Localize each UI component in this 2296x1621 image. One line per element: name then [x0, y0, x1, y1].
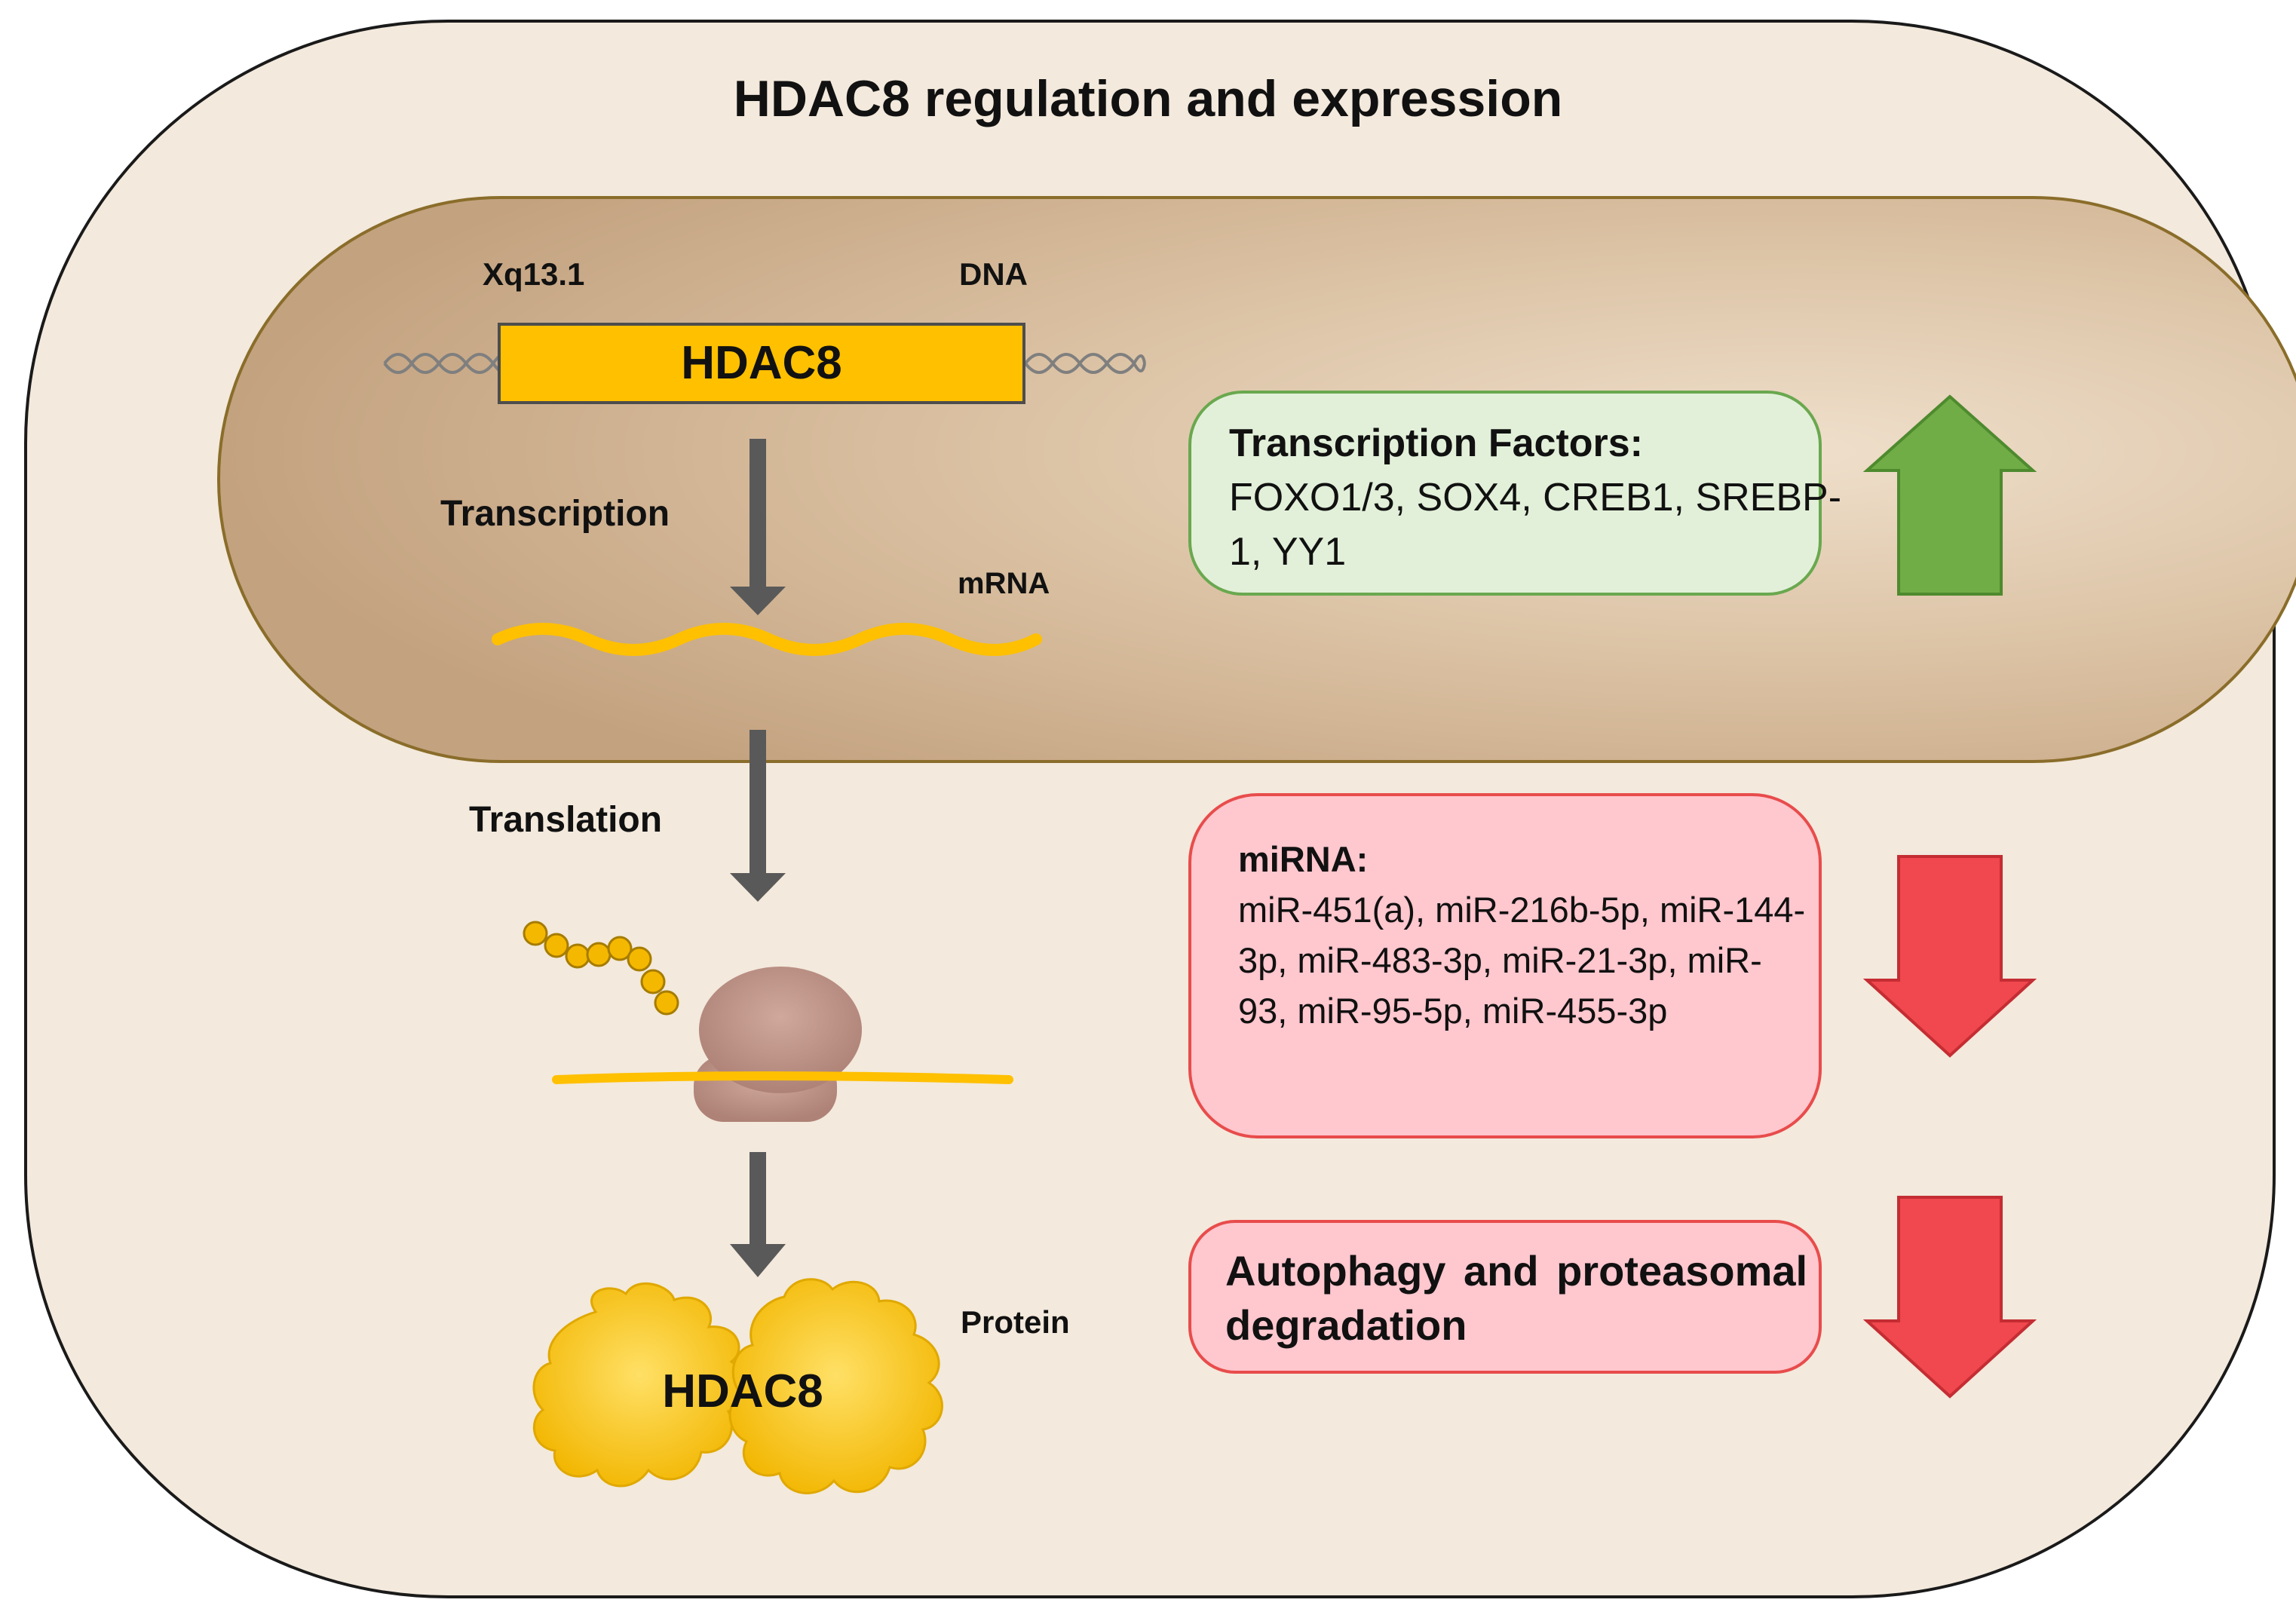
- transcription-label: Transcription: [440, 494, 670, 534]
- mrna-on-ribosome: [552, 1071, 1013, 1084]
- mrna-strand-icon: [492, 623, 1042, 656]
- locus-label: Xq13.1: [483, 256, 585, 292]
- down-arrow-icon: [1862, 1196, 2037, 1399]
- mirna-list: miR-451(a), miR-216b-5p, miR-144-3p, miR…: [1238, 890, 1806, 1031]
- down-arrow-icon: [1862, 855, 2037, 1058]
- process-arrow-transcription: [730, 439, 786, 615]
- gene-label: HDAC8: [681, 337, 842, 389]
- mirna-heading: miRNA:: [1238, 839, 1369, 879]
- diagram-title: HDAC8 regulation and expression: [733, 70, 1563, 127]
- translation-label: Translation: [469, 800, 663, 840]
- gene-box: [498, 323, 1025, 404]
- transcription-factors-list: FOXO1/3, SOX4, CREB1, SREBP-1, YY1: [1229, 476, 1842, 574]
- transcription-factors-text: Transcription Factors: FOXO1/3, SOX4, CR…: [1229, 416, 1847, 579]
- transcription-factors-heading: Transcription Factors:: [1229, 421, 1643, 465]
- protein-blob-icon: [532, 1278, 943, 1494]
- degradation-text: Autophagy and proteasomal degradation: [1225, 1247, 1808, 1349]
- transcription-factors-box: [1188, 391, 1822, 596]
- peptide-chain-icon: [523, 921, 679, 1016]
- dna-helix-icon: [383, 353, 1146, 374]
- mirna-text: miRNA: miR-451(a), miR-216b-5p, miR-144-…: [1238, 834, 1811, 1036]
- process-arrow-folding: [730, 1152, 786, 1277]
- up-arrow-icon: [1862, 394, 2037, 596]
- protein-name: HDAC8: [662, 1365, 823, 1417]
- process-arrow-translation: [730, 730, 786, 902]
- mrna-label: mRNA: [958, 567, 1050, 600]
- degradation-box: [1188, 1220, 1822, 1374]
- protein-label: Protein: [961, 1304, 1070, 1340]
- mirna-box: [1188, 793, 1822, 1138]
- dna-label: DNA: [959, 256, 1028, 292]
